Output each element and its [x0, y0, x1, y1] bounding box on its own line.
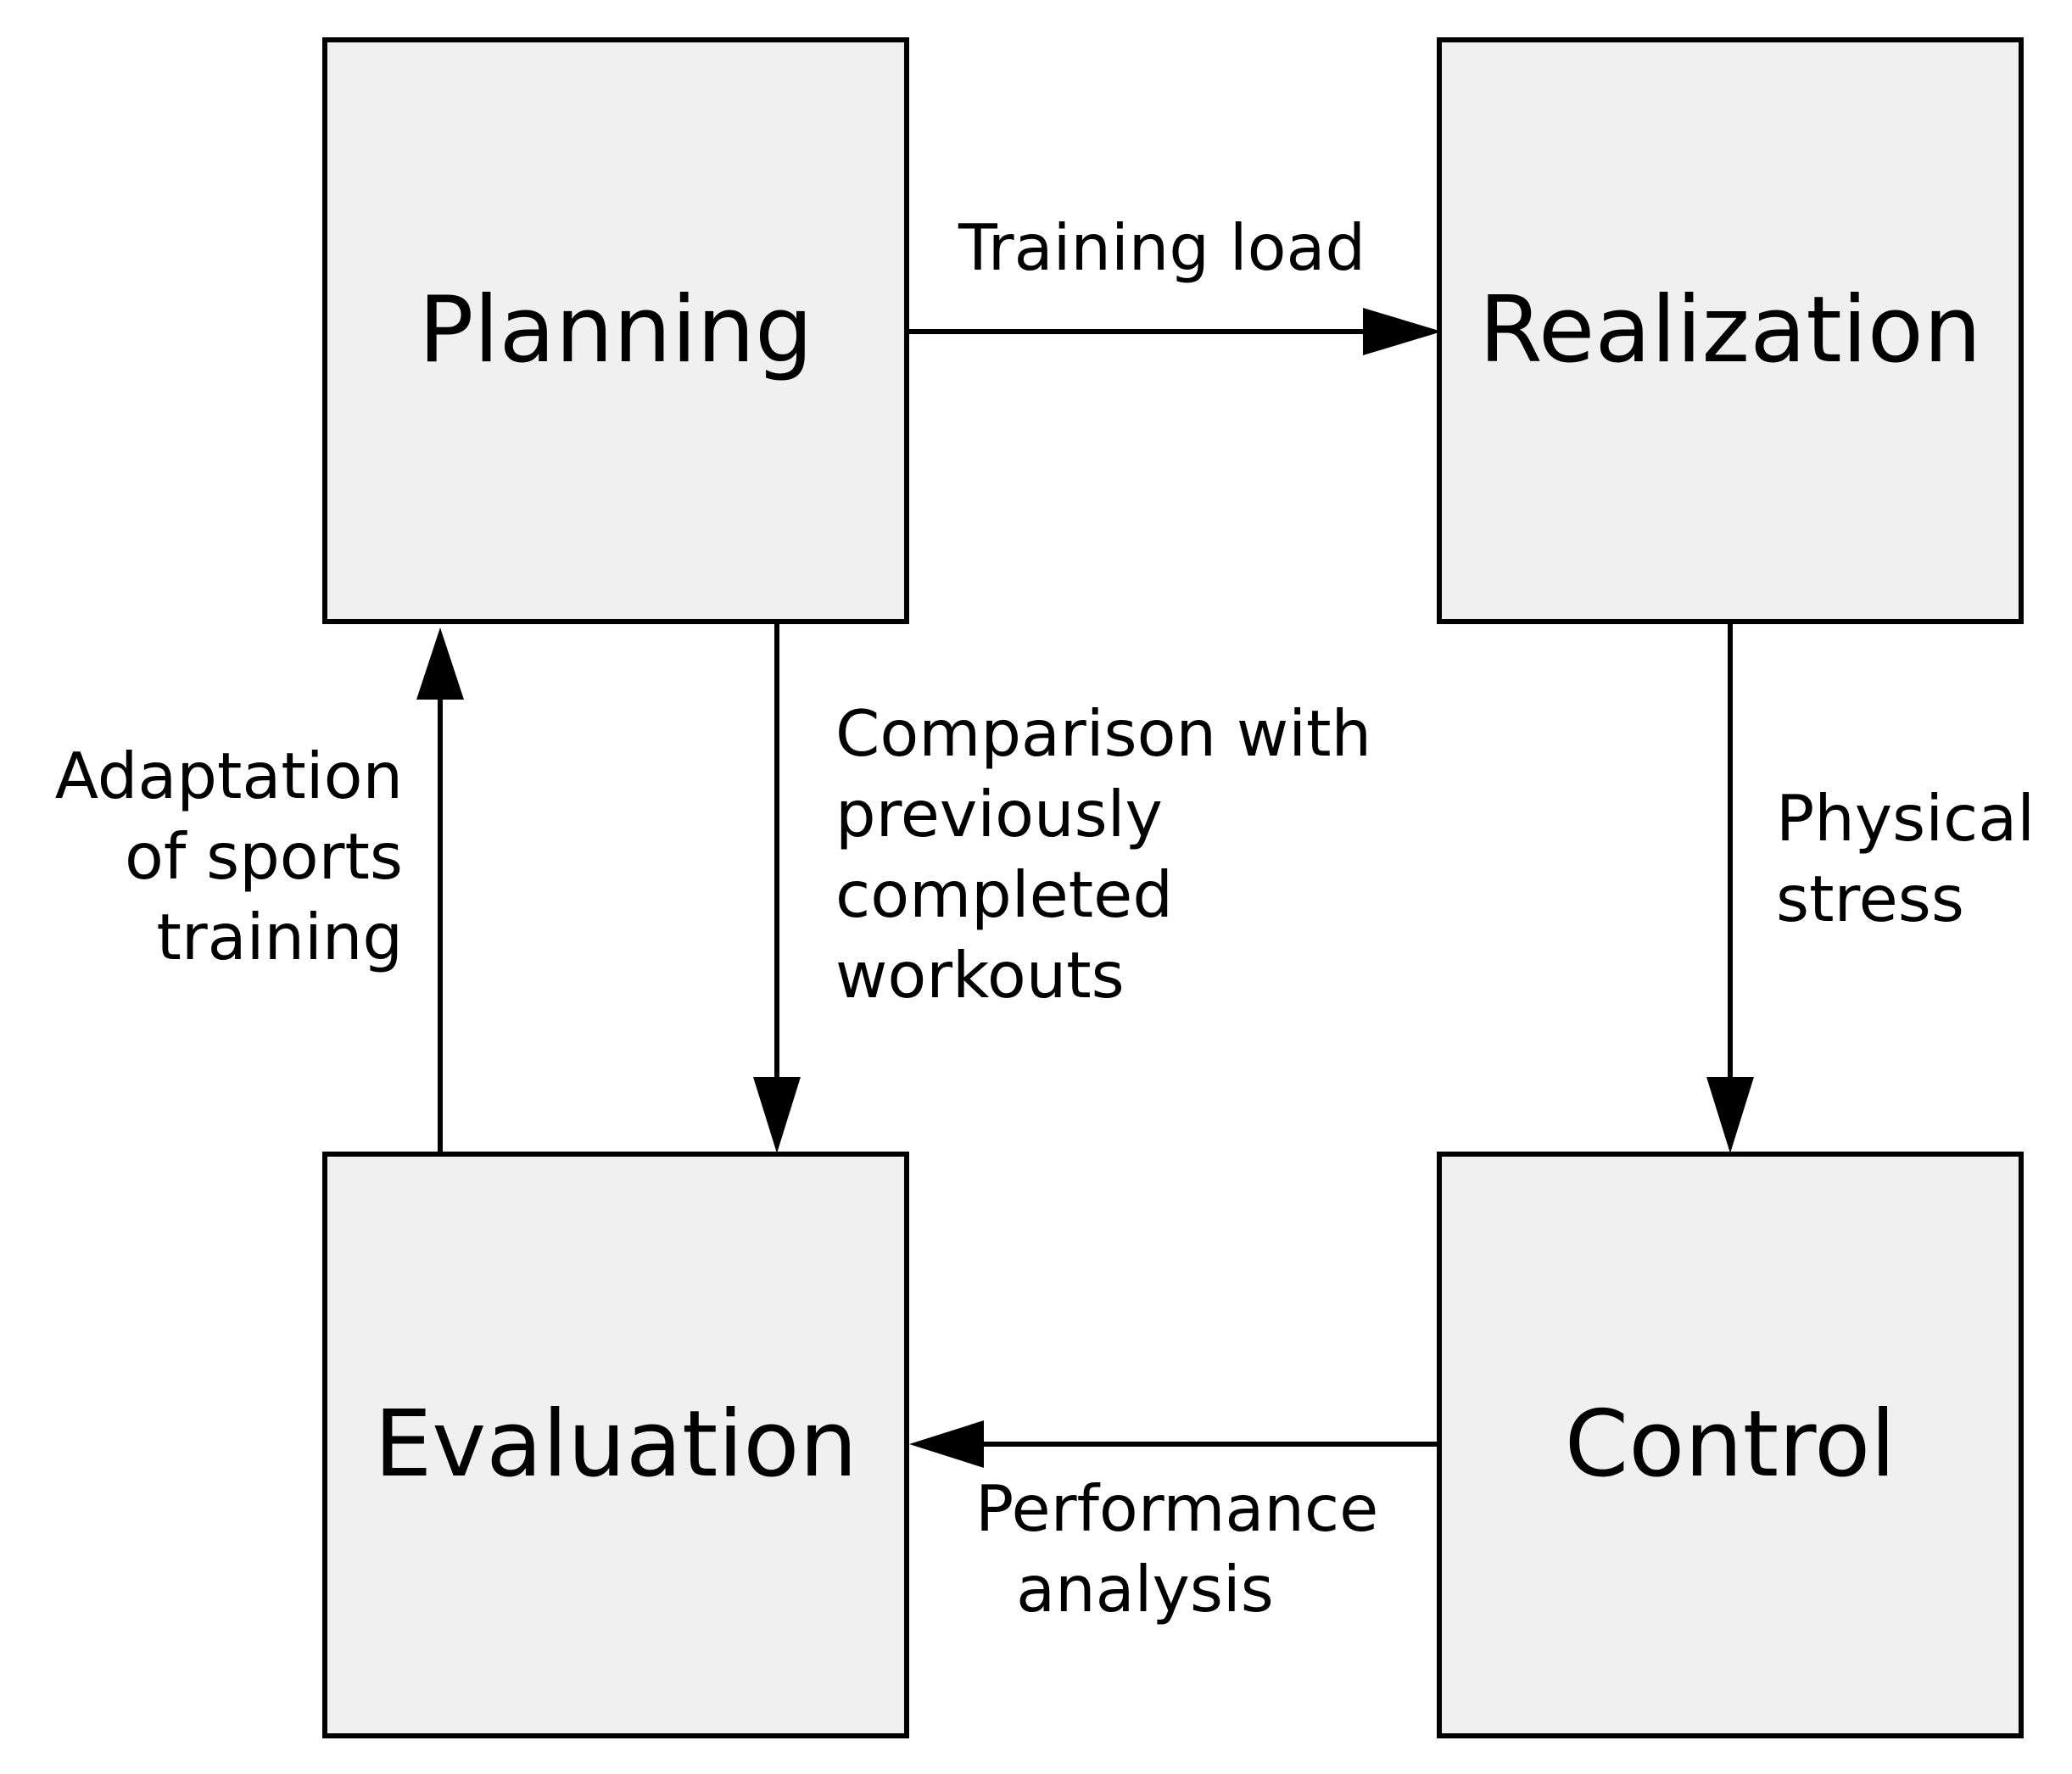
arrow-control-to-evaluation: [909, 1420, 1437, 1468]
label-training-load-line: Training load: [958, 210, 1366, 285]
label-comparison-line-1: Comparison with: [835, 696, 1372, 771]
node-evaluation-label: Evaluation: [374, 1392, 857, 1498]
arrow-planning-to-realization: [909, 308, 1442, 355]
node-realization: Realization: [1437, 37, 2024, 624]
label-performance-analysis: Performance analysis: [975, 1469, 1379, 1630]
label-physical-stress-line-2: stress: [1776, 862, 1964, 936]
node-evaluation: Evaluation: [322, 1152, 909, 1738]
label-performance-analysis-line-1: Performance: [975, 1471, 1379, 1546]
node-realization-label: Realization: [1478, 277, 1982, 383]
label-training-load: Training load: [958, 208, 1366, 288]
label-comparison-line-4: workouts: [835, 938, 1125, 1013]
label-performance-analysis-line-2: analysis: [1016, 1552, 1274, 1626]
node-control-label: Control: [1564, 1392, 1896, 1498]
label-adaptation-line-3: training: [156, 900, 403, 974]
label-physical-stress-line-1: Physical: [1776, 781, 2036, 856]
label-adaptation-line-2: of sports: [124, 819, 403, 894]
arrow-evaluation-to-planning: [416, 628, 464, 1152]
arrow-realization-to-control: [1706, 624, 1754, 1153]
node-planning-label: Planning: [418, 277, 813, 383]
arrow-planning-to-evaluation: [753, 624, 801, 1153]
label-comparison-line-2: previously: [835, 777, 1163, 851]
node-planning: Planning: [322, 37, 909, 624]
label-comparison-with-previous-workouts: Comparison with previously completed wor…: [835, 694, 1371, 1016]
node-control: Control: [1437, 1152, 2024, 1738]
label-adaptation-line-1: Adaptation: [54, 739, 403, 813]
label-adaptation-of-sports-training: Adaptation of sports training: [25, 736, 403, 978]
label-comparison-line-3: completed: [835, 857, 1173, 932]
label-physical-stress: Physical stress: [1776, 778, 2035, 940]
